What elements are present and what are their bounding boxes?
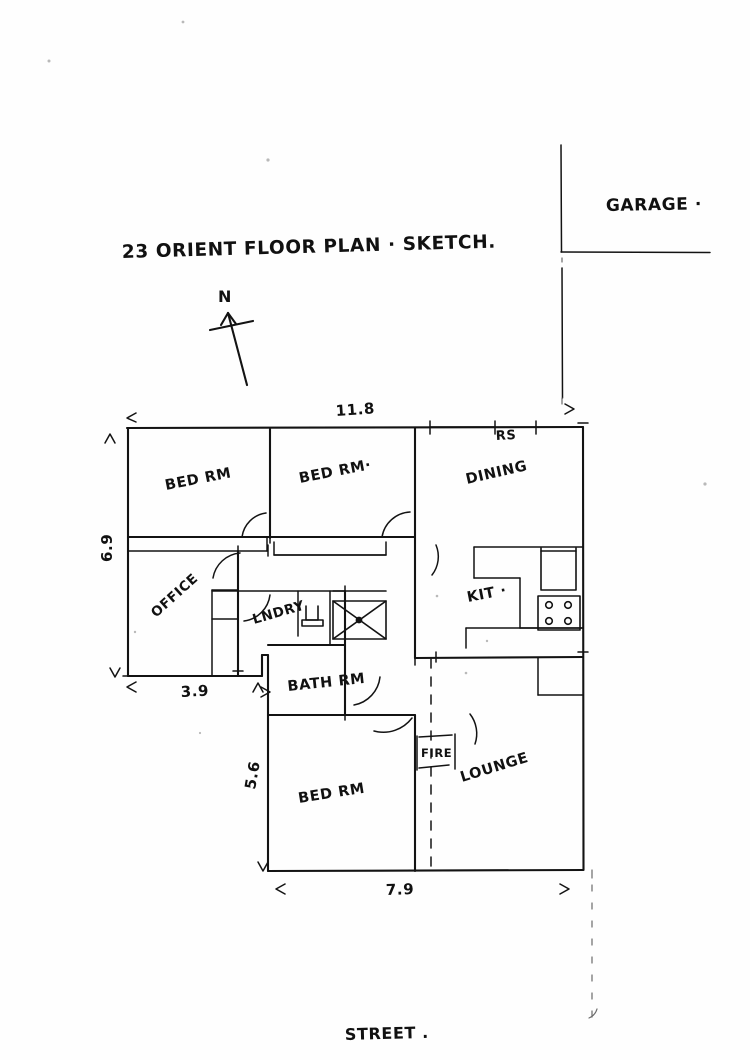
dimension-top-width: 11.8 [335,399,376,420]
north-label: N [218,287,232,306]
room-label-lounge: LOUNGE [458,750,530,786]
garage-label: GARAGE · [606,194,702,216]
room-label-fireplace: FIRE [421,746,452,760]
dimension-left-lower: 5.6 [241,760,264,791]
room-label-bed-rm-top-right: BED RM· [298,457,373,487]
toilet-icon [301,605,324,627]
room-label-bed-rm-top-left: BED RM [164,465,233,494]
room-label-dining: DINING [464,458,529,488]
north-arrow [208,311,255,387]
page-title: 23 ORIENT FLOOR PLAN · SKETCH. [122,232,497,263]
room-label-office: OFFICE [148,570,202,620]
garage-outline [560,144,711,411]
shower-icon [332,590,387,640]
dimension-marks [104,403,589,895]
property-boundary-dashed [588,869,598,1026]
room-label-bath-rm: BATH RM [287,671,366,695]
fireplace-icon [416,733,456,771]
dimension-bottom-left: 3.9 [180,682,209,701]
house-outer-walls [125,425,585,873]
door-swings [212,511,478,745]
room-label-bed-rm-bottom: BED RM [297,781,366,807]
scan-specks [47,20,707,735]
room-label-kitchen: KIT · [466,583,508,606]
street-label: STREET . [345,1023,429,1044]
dimension-bottom-width: 7.9 [386,880,415,899]
kitchen-sink-icon [540,547,577,591]
dimension-left-height: 6.9 [98,534,116,562]
dimension-rs: RS [495,428,516,444]
interior-walls [126,426,585,873]
kitchen-stove-icon [537,595,581,631]
